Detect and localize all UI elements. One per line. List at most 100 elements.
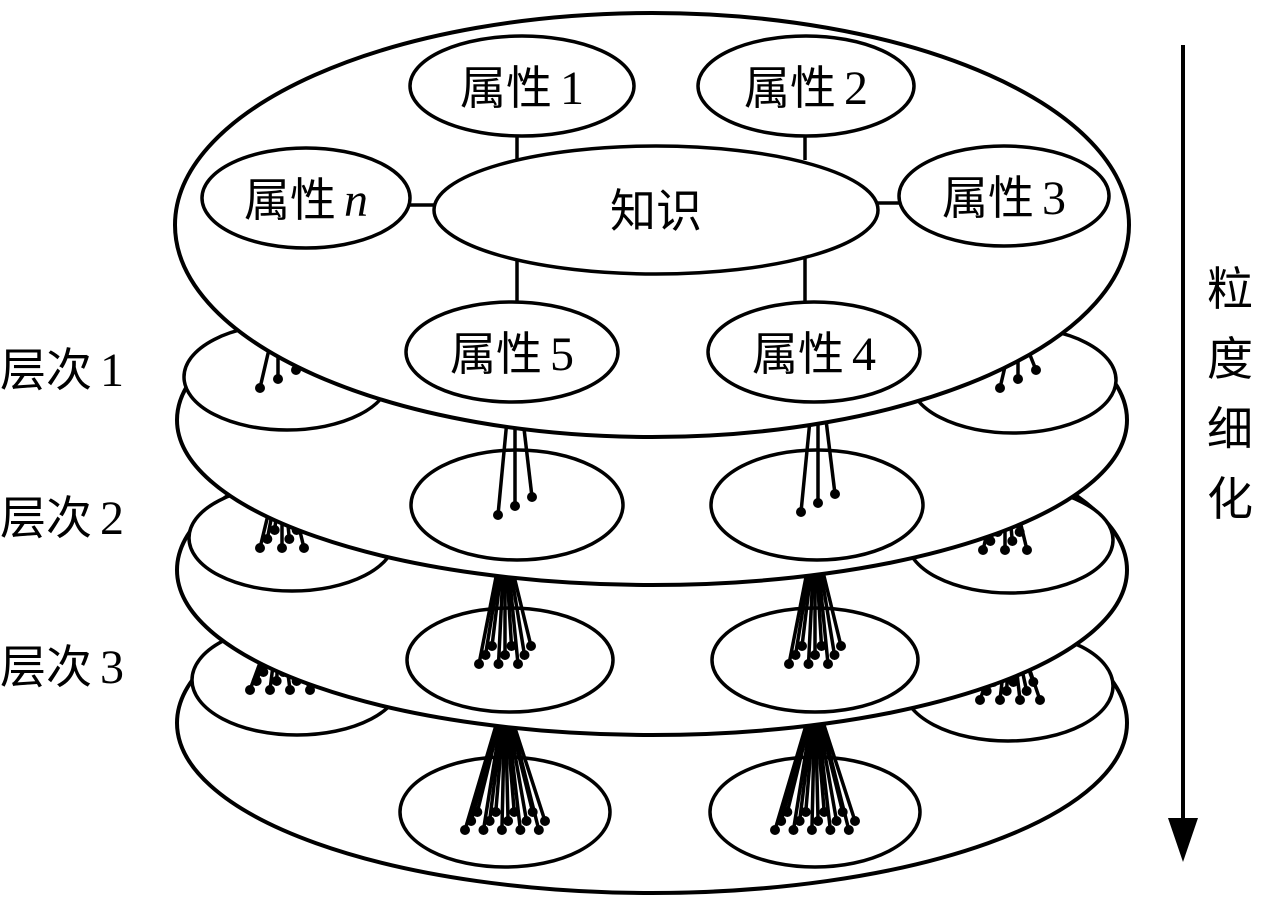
leaf-line — [820, 721, 851, 831]
leaf-dot — [273, 374, 283, 384]
leaf-line — [787, 571, 809, 665]
svg-text:属性4: 属性4 — [752, 327, 876, 381]
granularity-char-1: 粒 — [1207, 262, 1253, 316]
leaf-line — [821, 571, 843, 647]
leaf-line — [509, 571, 527, 656]
leaf-line — [810, 721, 817, 831]
leaf-dot — [843, 825, 854, 835]
leaf-dot — [797, 641, 807, 651]
level-1-fan-bottom-left — [493, 419, 537, 520]
leaf-dot — [784, 659, 794, 669]
leaf-dot — [1021, 686, 1032, 696]
leaf-line — [521, 419, 534, 498]
leaf-line — [785, 721, 812, 813]
svg-text:层次1: 层次1 — [0, 343, 124, 397]
leaf-dot — [515, 825, 526, 835]
granularity-char-3: 细 — [1207, 402, 1253, 456]
leaf-dot — [533, 825, 544, 835]
knowledge-label: 知识 — [610, 184, 702, 238]
leaf-line — [511, 571, 533, 647]
granularity-arrow — [1168, 45, 1198, 862]
svg-text:属性3: 属性3 — [942, 171, 1066, 225]
leaf-line — [511, 721, 547, 822]
leaf-dot — [1000, 545, 1010, 555]
svg-text:属性1: 属性1 — [460, 61, 584, 115]
leaf-dot — [825, 825, 836, 835]
leaf-dot — [540, 816, 550, 826]
leaf-line — [507, 571, 520, 665]
leaf-dot — [265, 685, 275, 695]
leaf-dot — [1015, 695, 1025, 705]
leaf-line — [505, 571, 514, 647]
leaf-dot — [995, 695, 1005, 705]
level-3-fan-bottom-left — [460, 721, 550, 835]
leaf-dot — [1035, 695, 1045, 705]
leaf-line — [487, 721, 504, 822]
leaf-line — [797, 721, 814, 822]
leaf-line — [496, 419, 509, 516]
leaf-dot — [830, 489, 840, 499]
leaf-line — [817, 721, 839, 822]
leaf-dot — [466, 816, 477, 826]
leaf-dot — [478, 825, 489, 835]
leaf-dot — [978, 545, 988, 555]
leaf-dot — [829, 650, 840, 660]
svg-text:属性5: 属性5 — [450, 327, 574, 381]
leaf-dot — [816, 641, 827, 651]
svg-text:属性2: 属性2 — [744, 61, 868, 115]
granularity-char-4: 化 — [1207, 472, 1253, 526]
leaf-dot — [521, 816, 532, 826]
leaf-line — [819, 571, 837, 656]
leaf-dot — [484, 816, 495, 826]
leaf-line — [799, 419, 812, 513]
leaf-dot — [813, 816, 824, 826]
leaf-line — [507, 721, 529, 822]
leaf-dot — [794, 816, 805, 826]
leaf-dot — [800, 807, 811, 817]
leaf-dot — [510, 501, 520, 511]
leaf-dot — [299, 543, 309, 553]
leaf-dot — [823, 659, 833, 669]
leaf-dot — [251, 676, 262, 686]
level-3-fan-bottom-right — [770, 721, 860, 835]
leaf-line — [481, 721, 503, 831]
leaf-line — [500, 721, 507, 831]
leaf-dot — [255, 543, 265, 553]
leaf-dot — [493, 659, 504, 669]
leaf-dot — [285, 685, 295, 695]
leaf-dot — [1022, 545, 1032, 555]
leaf-dot — [503, 816, 514, 826]
leaf-line — [475, 721, 502, 813]
leaf-line — [800, 571, 813, 647]
leaf-line — [496, 571, 505, 665]
leaf-dot — [782, 807, 793, 817]
leaf-dot — [480, 650, 491, 660]
leaf-line — [793, 571, 811, 656]
leaf-dot — [513, 659, 523, 669]
leaf-dot — [255, 383, 265, 393]
leaf-dot — [490, 807, 501, 817]
leaf-dot — [500, 650, 510, 660]
svg-text:属性n: 属性n — [244, 173, 368, 227]
leaf-line — [791, 721, 813, 831]
leaf-dot — [806, 825, 817, 835]
leaf-line — [824, 419, 837, 495]
leaf-line — [813, 721, 820, 822]
leaf-dot — [995, 383, 1005, 393]
svg-text:层次3: 层次3 — [0, 640, 124, 694]
level-1-fan-bottom-right — [796, 419, 840, 517]
leaf-dot — [487, 641, 497, 651]
leaf-dot — [506, 641, 517, 651]
level-2-fan-bottom-left — [474, 571, 536, 669]
leaf-dot — [262, 534, 273, 544]
leaf-dot — [1031, 365, 1041, 375]
leaf-dot — [526, 641, 536, 651]
leaf-line — [490, 571, 503, 647]
